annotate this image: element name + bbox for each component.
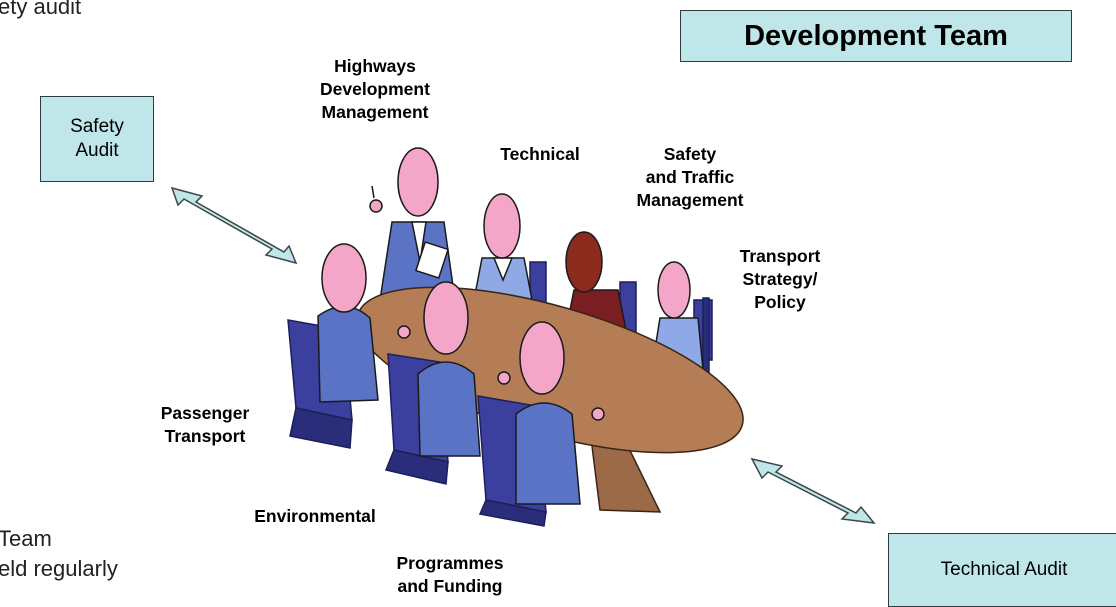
safety-audit-label: Safety Audit <box>70 116 124 161</box>
role-environmental: Environmental <box>254 506 376 526</box>
role-programmes-and-funding: Programmes and Funding <box>396 553 504 596</box>
passenger-transport-person <box>317 243 411 403</box>
development-team-label: Development Team <box>744 19 1008 52</box>
highways-person <box>369 147 456 301</box>
top-left-text-fragment: ety audit <box>0 0 82 19</box>
technical-audit-label: Technical Audit <box>940 559 1068 580</box>
role-highways-development-management: Highways Development Management <box>320 56 430 122</box>
role-technical: Technical <box>500 144 580 164</box>
role-transport-strategy-policy: Transport Strategy/ Policy <box>739 246 821 312</box>
safety-audit-arrow <box>170 186 298 265</box>
safety-audit-box: Safety Audit <box>40 96 154 182</box>
role-safety-and-traffic-management: Safety and Traffic Management <box>636 144 744 210</box>
programmes-funding-person <box>515 321 605 505</box>
role-passenger-transport: Passenger Transport <box>160 403 250 446</box>
environmental-person <box>417 281 511 457</box>
bottom-left-text-fragment: Team eld regularly <box>0 526 118 581</box>
development-team-box: Development Team <box>680 10 1072 62</box>
technical-person <box>473 193 533 301</box>
technical-audit-box: Technical Audit <box>888 533 1116 607</box>
technical-audit-arrow <box>750 457 876 524</box>
